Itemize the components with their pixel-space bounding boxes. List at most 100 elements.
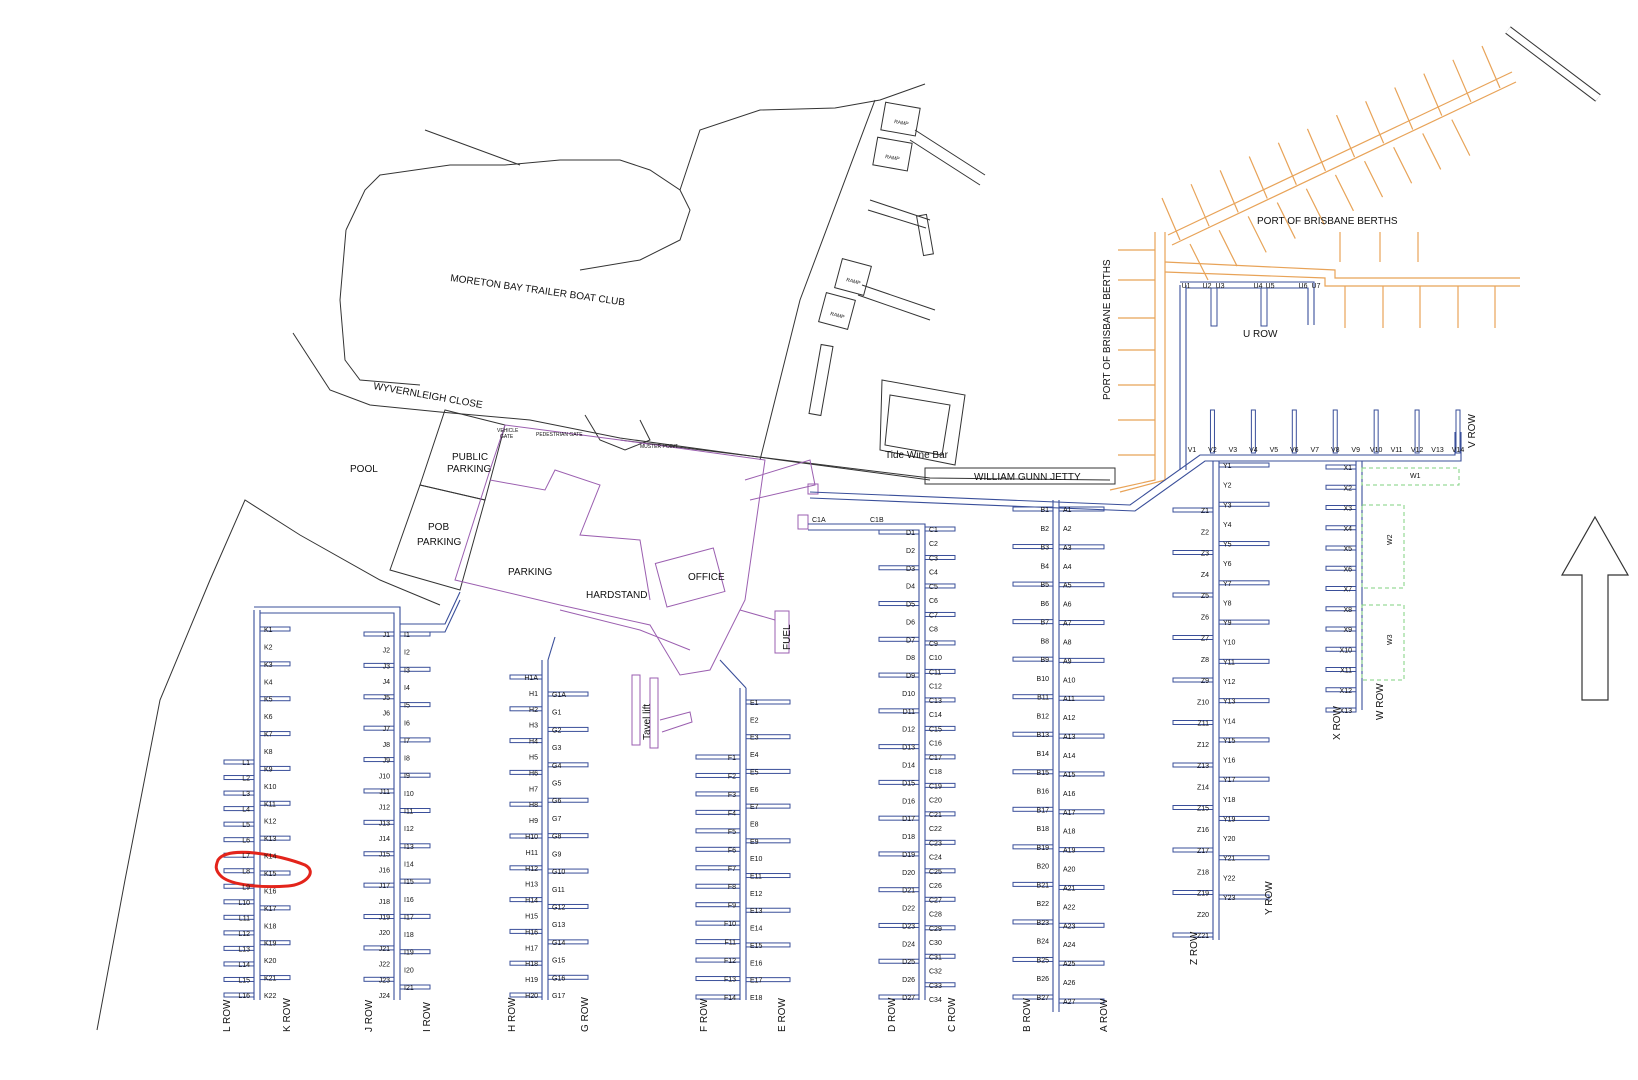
berth-label-l8: L8: [242, 869, 250, 876]
berth-finger-y15: [1218, 737, 1270, 743]
berth-label-v8: V8: [1331, 447, 1340, 454]
port-finger-lower-0: [1189, 243, 1209, 281]
berth-finger-k3: [259, 661, 291, 667]
berth-finger-c27: [924, 896, 956, 902]
berth-label-z20: Z20: [1197, 912, 1209, 919]
berth-label-d21: D21: [902, 888, 915, 895]
berth-finger-i21: [399, 984, 431, 990]
berth-label-y11: Y11: [1223, 659, 1235, 666]
berth-label-l4: L4: [242, 807, 250, 814]
row-label-k: K ROW: [282, 998, 293, 1032]
berth-label-y21: Y21: [1223, 856, 1236, 863]
berth-label-u2: U2: [1203, 283, 1212, 290]
berth-label-i3: I3: [404, 667, 410, 674]
berth-label-b12: B12: [1037, 713, 1050, 720]
berth-finger-l16: [223, 992, 255, 998]
berth-label-b19: B19: [1037, 845, 1050, 852]
berth-finger-j1: [363, 631, 395, 637]
berth-finger-c33: [924, 982, 956, 988]
berth-label-j8: J8: [383, 742, 391, 749]
row-label-d: D ROW: [887, 997, 898, 1032]
berth-finger-v4: [1250, 409, 1256, 454]
berth-finger-j9: [363, 757, 395, 763]
berth-label-z11: Z11: [1197, 721, 1209, 728]
berth-label-d18: D18: [902, 834, 915, 841]
berth-label-x6: X6: [1343, 566, 1352, 573]
berth-finger-d21: [878, 887, 920, 893]
berth-finger-c17: [924, 754, 956, 760]
berth-label-k14: K14: [264, 854, 277, 861]
berth-label-j12: J12: [379, 805, 390, 812]
berth-finger-d27: [878, 994, 920, 1000]
berth-label-a17: A17: [1063, 810, 1076, 817]
berth-finger-c19: [924, 782, 956, 788]
berth-label-c30: C30: [929, 940, 942, 947]
berth-finger-a23: [1058, 922, 1105, 928]
berth-label-j5: J5: [383, 695, 391, 702]
berth-finger-h10: [509, 833, 543, 839]
berth-label-y9: Y9: [1223, 620, 1232, 627]
port-finger-upper-10: [1452, 59, 1472, 103]
berth-finger-f8: [695, 883, 741, 889]
berth-finger-h12: [509, 865, 543, 871]
berth-label-j23: J23: [379, 977, 390, 984]
berth-label-b16: B16: [1037, 789, 1050, 796]
berth-label-e8: E8: [750, 821, 759, 828]
berth-finger-e15: [745, 942, 791, 948]
berth-label-d20: D20: [902, 870, 915, 877]
parking-areas: [389, 409, 506, 591]
port-finger-lower-2: [1247, 216, 1267, 253]
berth-label-z17: Z17: [1197, 848, 1209, 855]
berth-label-j13: J13: [379, 820, 390, 827]
port-finger-upper-3: [1248, 156, 1268, 199]
berth-finger-x6: [1325, 565, 1357, 571]
berth-label-a18: A18: [1063, 829, 1076, 836]
port-finger-lower-9: [1451, 119, 1471, 156]
berth-label-u4: U4: [1254, 283, 1263, 290]
berth-label-a27: A27: [1063, 999, 1076, 1006]
berth-label-e1: E1: [750, 700, 759, 707]
berth-label-x13: X13: [1340, 708, 1353, 715]
row-label-z: Z ROW: [1189, 931, 1200, 965]
berth-label-e9: E9: [750, 839, 759, 846]
berth-finger-v2: [1209, 409, 1215, 454]
berth-finger-a1: [1058, 506, 1105, 512]
berth-label-c5: C5: [929, 584, 938, 591]
berth-finger-f12: [695, 957, 741, 963]
port-berths-label-side: PORT OF BRISBANE BERTHS: [1102, 259, 1113, 400]
berth-label-a22: A22: [1063, 904, 1076, 911]
berth-label-j17: J17: [379, 883, 390, 890]
berth-finger-c1: [924, 526, 956, 532]
berth-label-i19: I19: [404, 950, 414, 957]
berth-finger-b1: [1012, 506, 1054, 512]
berth-label-b15: B15: [1037, 770, 1050, 777]
berth-label-c34: C34: [929, 997, 942, 1004]
port-finger-lower-6: [1364, 160, 1384, 198]
berth-finger-a21: [1058, 884, 1105, 890]
berth-label-y13: Y13: [1223, 699, 1236, 706]
berth-finger-i13: [399, 843, 431, 849]
berth-label-j16: J16: [379, 867, 390, 874]
berth-label-l13: L13: [238, 946, 250, 953]
berth-finger-z15: [1172, 805, 1214, 810]
berth-finger-i5: [399, 702, 431, 708]
facility-outline: [454, 424, 819, 749]
berth-finger-j23: [363, 976, 395, 982]
berth-label-a16: A16: [1063, 791, 1076, 798]
berth-label-v2: V2: [1208, 447, 1217, 454]
berth-label-b3: B3: [1040, 545, 1049, 552]
berth-label-a23: A23: [1063, 923, 1076, 930]
berth-finger-j7: [363, 725, 395, 731]
berth-label-v12: V12: [1411, 447, 1424, 454]
berth-finger-f6: [695, 846, 741, 852]
berth-finger-j19: [363, 914, 395, 920]
row-label-a: A ROW: [1099, 998, 1110, 1032]
berth-label-i4: I4: [404, 685, 410, 692]
berth-label-w1: W1: [1410, 473, 1421, 480]
berth-label-l16: L16: [238, 993, 250, 1000]
berth-label-g1a: G1A: [552, 692, 566, 699]
berth-finger-j11: [363, 788, 395, 794]
berth-label-c32: C32: [929, 969, 942, 976]
travel-lift-bay-b: [649, 677, 659, 749]
berth-label-h12: H12: [525, 866, 538, 873]
